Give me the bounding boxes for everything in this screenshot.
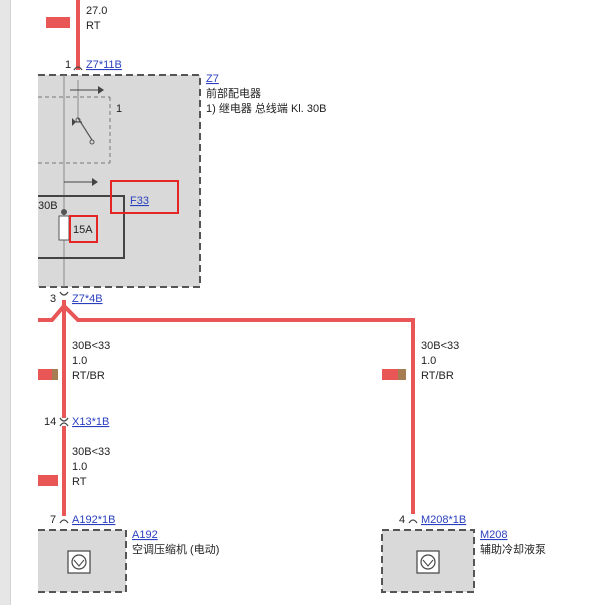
a192-name: 空调压缩机 (电动) bbox=[132, 542, 219, 556]
vertical-scrollbar[interactable] bbox=[0, 0, 11, 605]
flow-arrowhead-2 bbox=[92, 178, 98, 186]
x13-pin: 14 bbox=[44, 416, 56, 428]
fuse-f33-highlight bbox=[110, 180, 179, 214]
z7-11b-link[interactable]: Z7*11B bbox=[86, 59, 122, 71]
a192-symbol-frame bbox=[67, 550, 91, 574]
left-lower-wire-swatch bbox=[38, 475, 58, 486]
top-wire-value: 27.0 bbox=[86, 5, 107, 17]
z7-4b-connector-mark bbox=[59, 291, 69, 296]
relay-arrowhead bbox=[72, 118, 76, 126]
z7-box-border bbox=[38, 74, 201, 288]
a192-conn-pin: 7 bbox=[50, 514, 56, 526]
flow-arrowhead-1 bbox=[98, 86, 104, 94]
fuse-housing bbox=[38, 195, 125, 259]
top-wire-color-swatch bbox=[46, 17, 70, 28]
left-lower-wire-size: 1.0 bbox=[72, 461, 87, 473]
x13-link[interactable]: X13*1B bbox=[72, 416, 109, 428]
x13-connector-mark bbox=[59, 417, 69, 427]
compressor-icon bbox=[71, 554, 87, 570]
relay-dashed-frame bbox=[38, 96, 111, 164]
m208-link[interactable]: M208 bbox=[480, 529, 508, 541]
top-wire-color-code: RT bbox=[86, 20, 101, 32]
m208-symbol-frame bbox=[416, 550, 440, 574]
a192-link[interactable]: A192 bbox=[132, 529, 158, 541]
right-wire-swatch-red bbox=[382, 369, 398, 380]
fuse-rating-highlight bbox=[69, 215, 98, 243]
left-wire-swatch-red bbox=[38, 369, 52, 380]
left-wire-color-code: RT/BR bbox=[72, 370, 105, 382]
fuse-f33-link[interactable]: F33 bbox=[130, 195, 149, 207]
m208-conn-pin: 4 bbox=[399, 514, 405, 526]
a192-connector-mark bbox=[59, 519, 69, 524]
z7-4b-link[interactable]: Z7*4B bbox=[72, 293, 103, 305]
z7-11b-connector-mark bbox=[73, 66, 83, 71]
left-lower-wire-color-code: RT bbox=[72, 476, 87, 488]
right-wire-swatch-brown bbox=[398, 369, 406, 380]
pump-icon-mark bbox=[422, 559, 434, 567]
relay-pin-label: 1 bbox=[116, 103, 122, 115]
m208-name: 辅助冷却液泵 bbox=[480, 542, 546, 556]
z7-11b-pin: 1 bbox=[65, 59, 71, 71]
compressor-icon-mark bbox=[73, 559, 85, 567]
fuse-node bbox=[61, 209, 67, 215]
left-wire-swatch-brown bbox=[52, 369, 58, 380]
left-wire-size: 1.0 bbox=[72, 355, 87, 367]
pump-icon bbox=[420, 554, 436, 570]
a192-conn-link[interactable]: A192*1B bbox=[72, 514, 115, 526]
z7-note: 1) 继电器 总线端 Kl. 30B bbox=[206, 101, 326, 115]
fuse-terminal-label: 30B bbox=[38, 200, 58, 212]
fuse-rating: 15A bbox=[73, 224, 93, 236]
m208-connector-mark bbox=[408, 519, 418, 524]
m208-box-border bbox=[381, 529, 475, 593]
z7-link[interactable]: Z7 bbox=[206, 73, 219, 85]
m208-conn-link[interactable]: M208*1B bbox=[421, 514, 466, 526]
right-wire-signal: 30B<33 bbox=[421, 340, 459, 352]
z7-name: 前部配电器 bbox=[206, 86, 261, 100]
left-lower-wire-signal: 30B<33 bbox=[72, 446, 110, 458]
right-branch-wire bbox=[38, 303, 415, 514]
relay-contact bbox=[89, 139, 95, 145]
a192-box-border bbox=[38, 529, 127, 593]
right-wire-color-code: RT/BR bbox=[421, 370, 454, 382]
z7-4b-pin: 3 bbox=[50, 293, 56, 305]
fuse-symbol bbox=[58, 215, 70, 241]
left-wire-signal: 30B<33 bbox=[72, 340, 110, 352]
right-wire-size: 1.0 bbox=[421, 355, 436, 367]
